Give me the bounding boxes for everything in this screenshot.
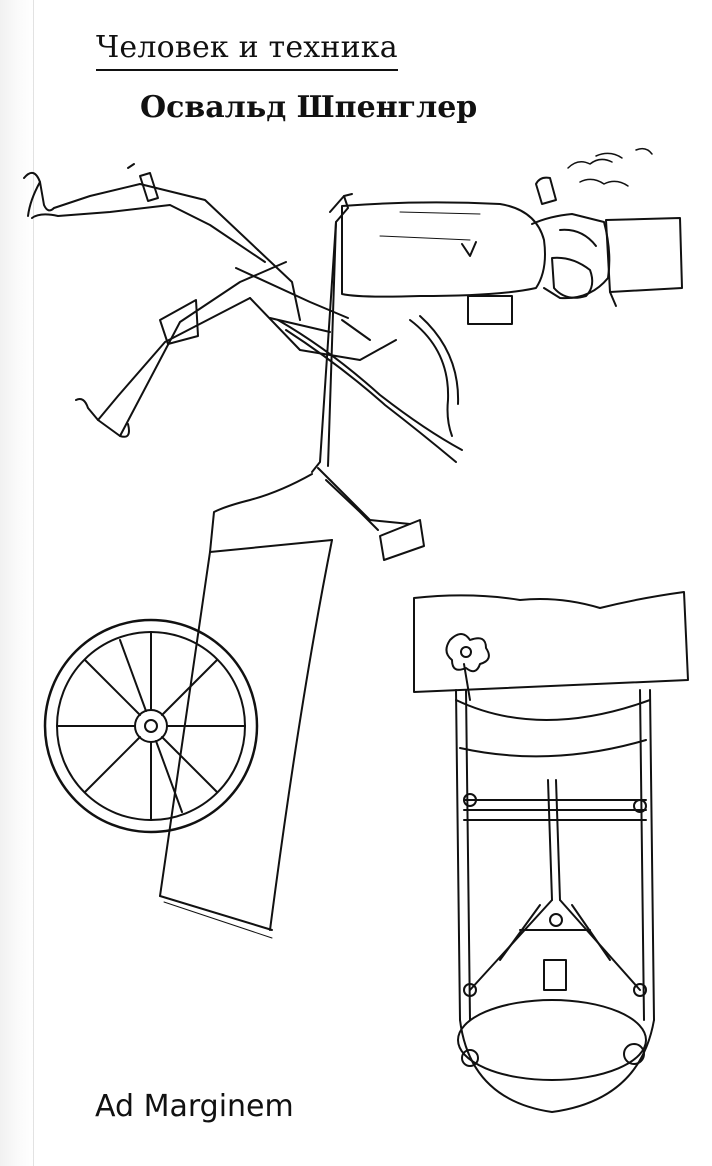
spine-fold-line <box>33 0 34 1166</box>
fig2-mechanism <box>414 592 688 1112</box>
book-author: Освальд Шпенглер <box>140 90 478 125</box>
book-title: Человек и техника <box>96 28 398 71</box>
spoked-wheel <box>45 620 257 832</box>
publisher-name: Ad Marginem <box>95 1089 294 1124</box>
plough-figure <box>24 149 682 938</box>
book-spine-shadow <box>0 0 34 1166</box>
